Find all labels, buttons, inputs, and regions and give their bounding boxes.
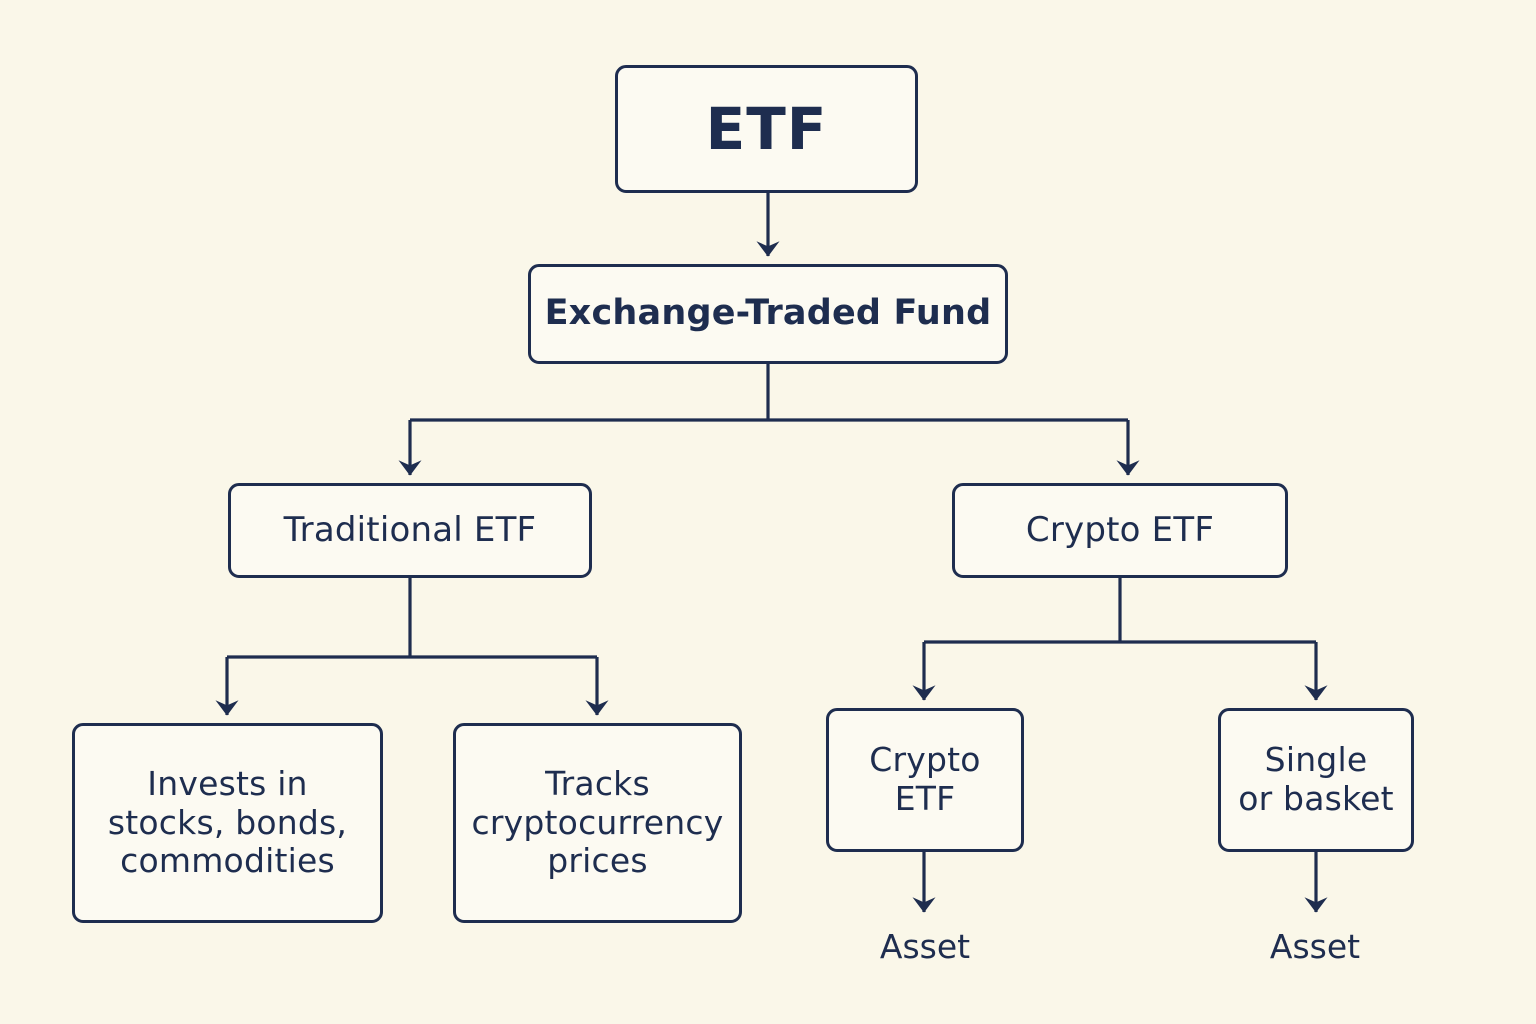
node-crypto-etf[interactable]: Crypto ETF (952, 483, 1288, 578)
node-exchange-traded-fund[interactable]: Exchange-Traded Fund (528, 264, 1008, 364)
node-single-or-basket[interactable]: Single or basket (1218, 708, 1414, 852)
node-traditional-etf[interactable]: Traditional ETF (228, 483, 592, 578)
label-asset-right: Asset (1269, 927, 1361, 966)
label-asset-left: Asset (879, 927, 971, 966)
node-invests-in-stocks-bonds-commodities[interactable]: Invests in stocks, bonds, commodities (72, 723, 383, 923)
node-tracks-cryptocurrency-prices[interactable]: Tracks cryptocurrency prices (453, 723, 742, 923)
node-etf-root[interactable]: ETF (615, 65, 918, 193)
node-crypto-etf-leaf[interactable]: Crypto ETF (826, 708, 1024, 852)
